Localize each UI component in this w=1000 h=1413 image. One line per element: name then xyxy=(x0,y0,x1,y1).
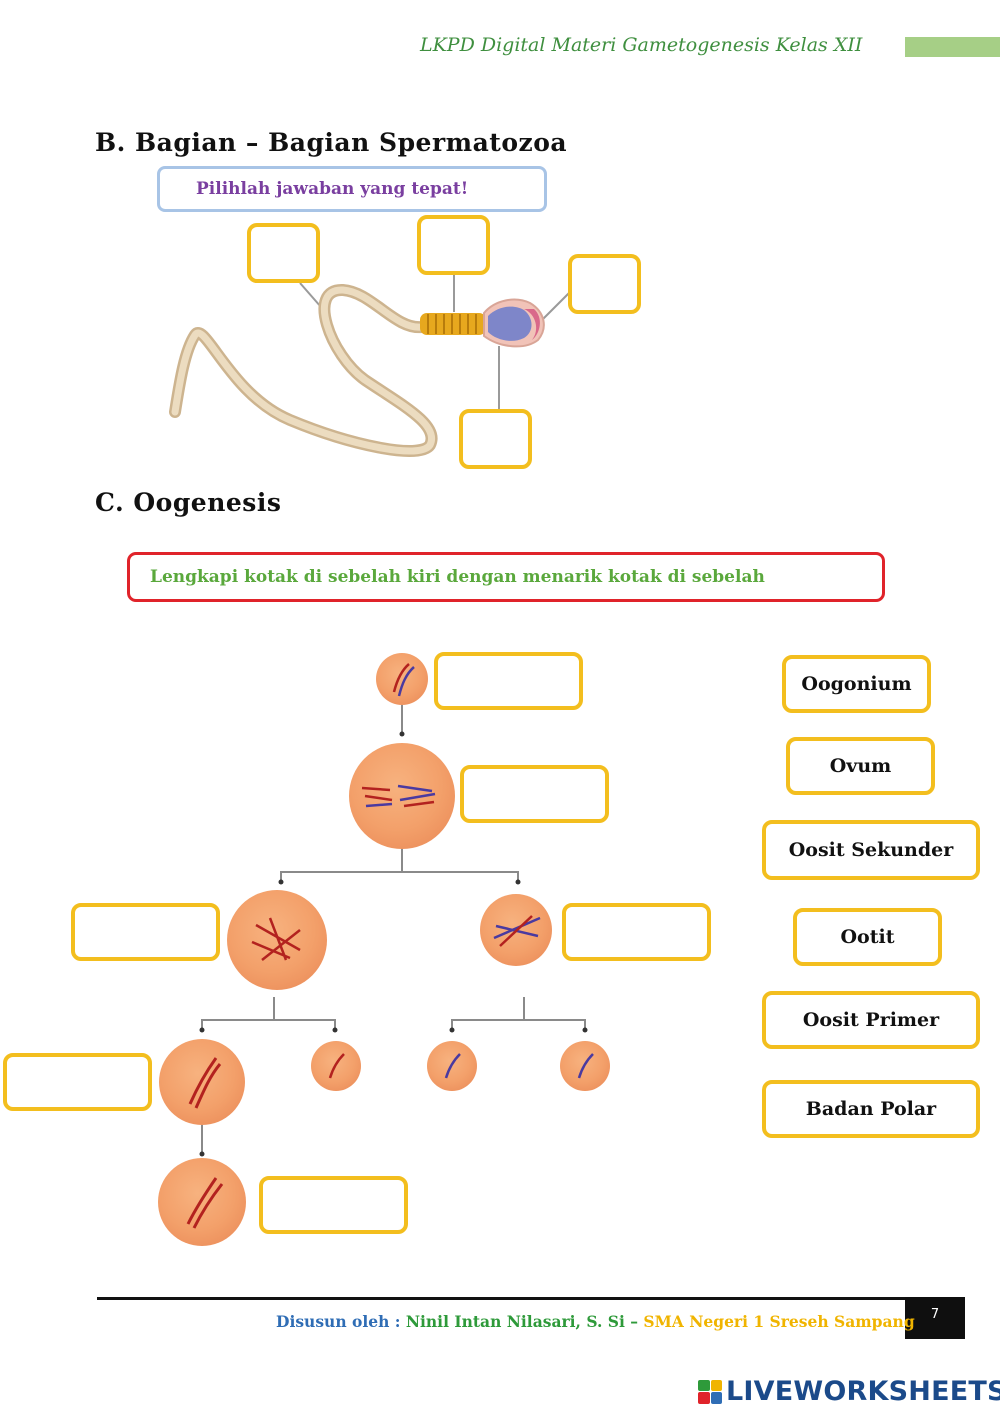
answer-box-midpiece[interactable] xyxy=(417,215,490,275)
page-number: 7 xyxy=(905,1297,965,1339)
answer-box-secondary-stage[interactable] xyxy=(71,903,220,961)
footer-credit: Disusun oleh : Ninil Intan Nilasari, S. … xyxy=(276,1312,915,1331)
spermatozoa-illustration xyxy=(169,274,571,457)
option-badan-polar[interactable]: Badan Polar xyxy=(762,1080,980,1138)
section-c-instruction-box: Lengkapi kotak di sebelah kiri dengan me… xyxy=(127,552,885,602)
footer-separator: – xyxy=(624,1312,644,1331)
oogenesis-diagram xyxy=(158,653,610,1246)
option-ootit[interactable]: Ootit xyxy=(793,908,942,966)
header-accent-bar xyxy=(905,37,1000,57)
footer-school: SMA Negeri 1 Sreseh Sampang xyxy=(643,1312,915,1331)
header-title: LKPD Digital Materi Gametogenesis Kelas … xyxy=(420,34,863,56)
answer-box-ovum-stage[interactable] xyxy=(259,1176,408,1234)
answer-box-polar-stage[interactable] xyxy=(562,903,711,961)
section-c-title: C. Oogenesis xyxy=(95,488,282,517)
section-c-instruction: Lengkapi kotak di sebelah kiri dengan me… xyxy=(150,567,765,587)
section-b-instruction-box: Pilihlah jawaban yang tepat! xyxy=(157,166,547,212)
brand-name: LIVEWORKSHEETS xyxy=(726,1376,1000,1407)
option-oogonium[interactable]: Oogonium xyxy=(782,655,931,713)
footer-author: Ninil Intan Nilasari, S. Si xyxy=(405,1312,625,1331)
answer-box-ootid-stage[interactable] xyxy=(3,1053,152,1111)
answer-box-oogonium-stage[interactable] xyxy=(434,652,583,710)
section-b-instruction: Pilihlah jawaban yang tepat! xyxy=(196,179,469,199)
answer-box-acrosome[interactable] xyxy=(568,254,641,314)
footer-prefix: Disusun oleh : xyxy=(276,1312,406,1331)
option-oosit-sekunder[interactable]: Oosit Sekunder xyxy=(762,820,980,880)
answer-box-nucleus[interactable] xyxy=(459,409,532,469)
option-oosit-primer[interactable]: Oosit Primer xyxy=(762,991,980,1049)
answer-box-tail[interactable] xyxy=(247,223,320,283)
footer-rule xyxy=(97,1297,905,1300)
section-b-title: B. Bagian – Bagian Spermatozoa xyxy=(95,128,568,157)
liveworksheets-logo: LIVEWORKSHEETS xyxy=(698,1376,1000,1407)
option-ovum[interactable]: Ovum xyxy=(786,737,935,795)
answer-box-primary-stage[interactable] xyxy=(460,765,609,823)
liveworksheets-icon xyxy=(698,1379,722,1404)
